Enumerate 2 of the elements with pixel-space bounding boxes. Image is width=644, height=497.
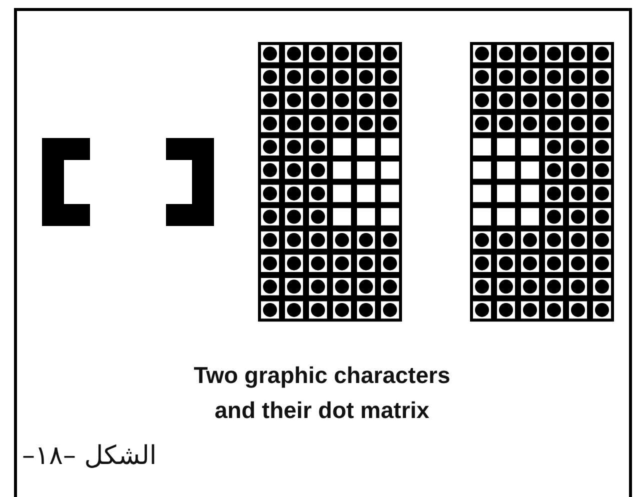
figure-number: الشكل –١٨– <box>22 440 157 473</box>
figure-caption: Two graphic characters and their dot matrix <box>192 361 452 425</box>
